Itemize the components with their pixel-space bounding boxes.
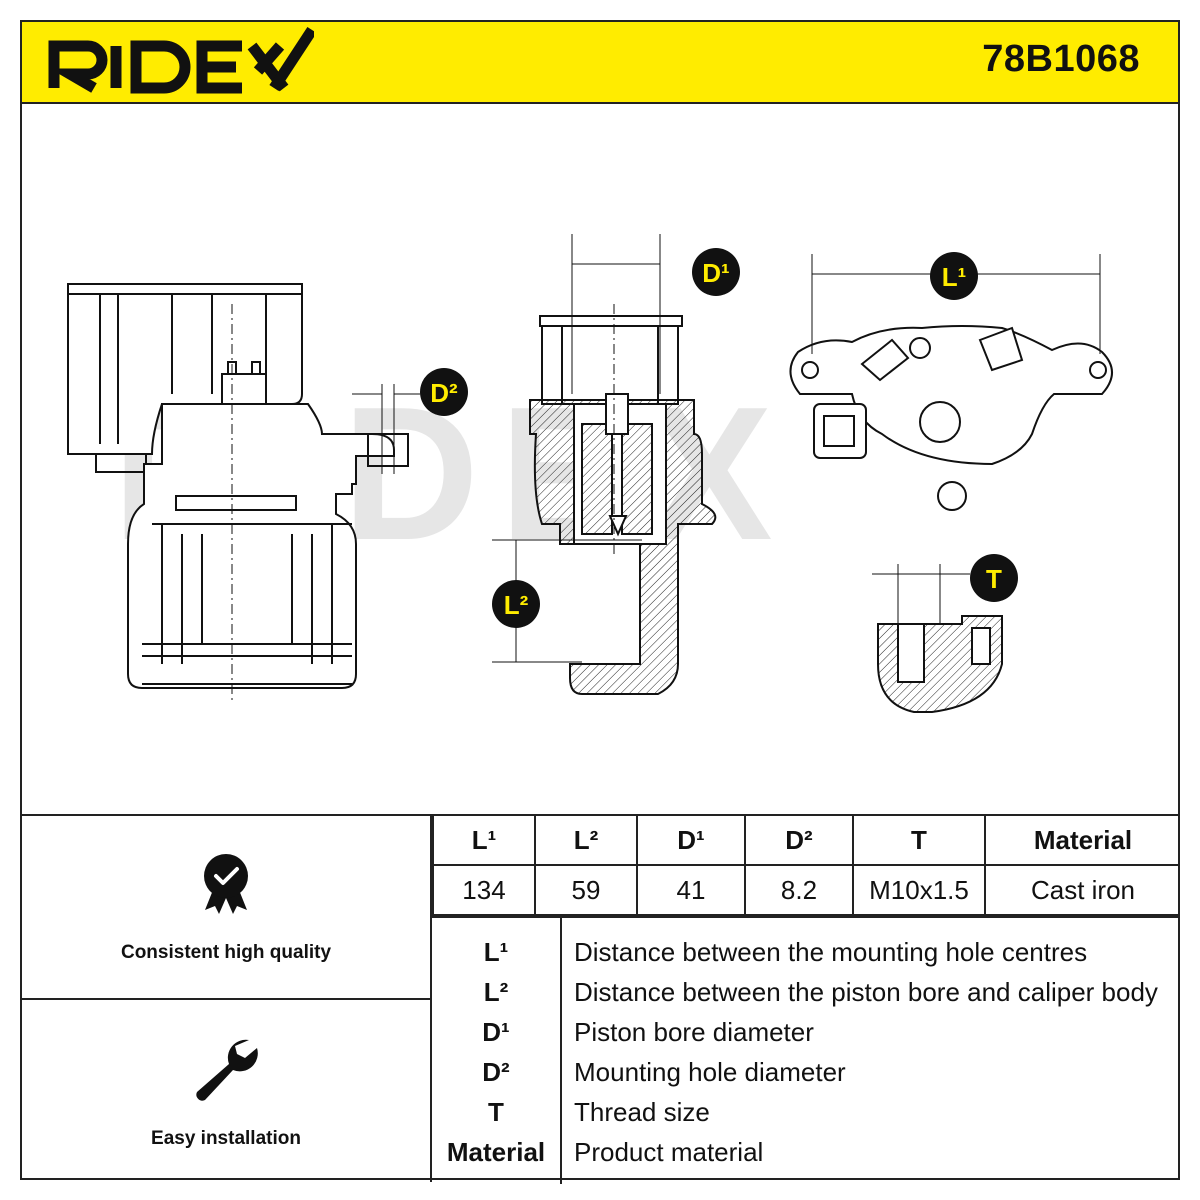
thread-detail-view [872, 564, 1003, 713]
legend-row: D¹ Piston bore diameter [432, 1012, 1180, 1052]
callout-l1: L¹ [930, 252, 978, 300]
legend-divider [560, 918, 562, 1184]
feature-quality: Consistent high quality [22, 816, 432, 1000]
legend-desc: Mounting hole diameter [574, 1057, 846, 1087]
legend-key: Material [446, 1137, 546, 1167]
legend-row: L² Distance between the piston bore and … [432, 972, 1180, 1012]
legend-row: D² Mounting hole diameter [432, 1052, 1180, 1092]
spec-header: D² [744, 816, 854, 866]
legend-desc: Piston bore diameter [574, 1017, 814, 1047]
caliper-section-view [492, 234, 717, 695]
spec-value: 41 [636, 864, 746, 916]
callout-l2: L² [492, 580, 540, 628]
ridex-logo [48, 26, 314, 94]
legend-desc: Thread size [574, 1097, 710, 1127]
legend-key: L² [483, 977, 509, 1007]
caliper-drawing-svg: RIDEX [67, 234, 1113, 713]
feature-installation: Easy installation [22, 1000, 432, 1182]
info-panel: Consistent high quality Easy installatio… [22, 814, 1180, 1184]
svg-text:T: T [986, 564, 1002, 594]
caliper-top-view [789, 254, 1113, 511]
spec-header: D¹ [636, 816, 746, 866]
spec-header: T [852, 816, 986, 866]
legend-desc: Distance between the mounting hole centr… [574, 937, 1088, 967]
part-number: 78B1068 [982, 38, 1140, 80]
callout-d1: D¹ [692, 248, 740, 296]
spec-value: Cast iron [984, 864, 1180, 916]
legend-key: T [488, 1097, 504, 1127]
feature-label: Easy installation [151, 1128, 301, 1149]
svg-text:L²: L² [504, 590, 529, 620]
quality-badge-icon [204, 854, 248, 914]
technical-drawing: RIDEX [22, 104, 1178, 814]
legend-row: T Thread size [432, 1092, 1180, 1132]
legend-list: L¹ Distance between the mounting hole ce… [432, 916, 1180, 1184]
spec-value: 134 [432, 864, 536, 916]
feature-label: Consistent high quality [120, 942, 332, 963]
spec-value-row: 134 59 41 8.2 M10x1.5 Cast iron [432, 864, 1180, 916]
spec-value: 8.2 [744, 864, 854, 916]
spec-header: Material [984, 816, 1180, 866]
wrench-icon [196, 1039, 258, 1101]
header-bar: 78B1068 [22, 22, 1178, 104]
legend-key: L¹ [483, 937, 509, 967]
callout-d2: D² [420, 368, 468, 416]
legend-key: D¹ [482, 1017, 510, 1047]
product-sheet: 78B1068 RIDEX [20, 20, 1180, 1184]
legend-row: L¹ Distance between the mounting hole ce… [432, 932, 1180, 972]
caliper-front-view [67, 283, 420, 704]
legend-key: D² [482, 1057, 510, 1087]
spec-header: L² [534, 816, 638, 866]
spec-header: L¹ [432, 816, 536, 866]
legend-desc: Distance between the piston bore and cal… [574, 977, 1158, 1007]
legend-desc: Product material [574, 1137, 764, 1167]
svg-text:D¹: D¹ [702, 258, 729, 288]
callout-t: T [970, 554, 1018, 602]
spec-table: L¹ L² D¹ D² T Material 134 59 41 8.2 M10… [432, 816, 1180, 916]
legend-row: Material Product material [432, 1132, 1180, 1172]
svg-text:D²: D² [430, 378, 458, 408]
spec-value: 59 [534, 864, 638, 916]
spec-value: M10x1.5 [852, 864, 986, 916]
svg-text:L¹: L¹ [942, 262, 967, 292]
spec-header-row: L¹ L² D¹ D² T Material [432, 816, 1180, 866]
